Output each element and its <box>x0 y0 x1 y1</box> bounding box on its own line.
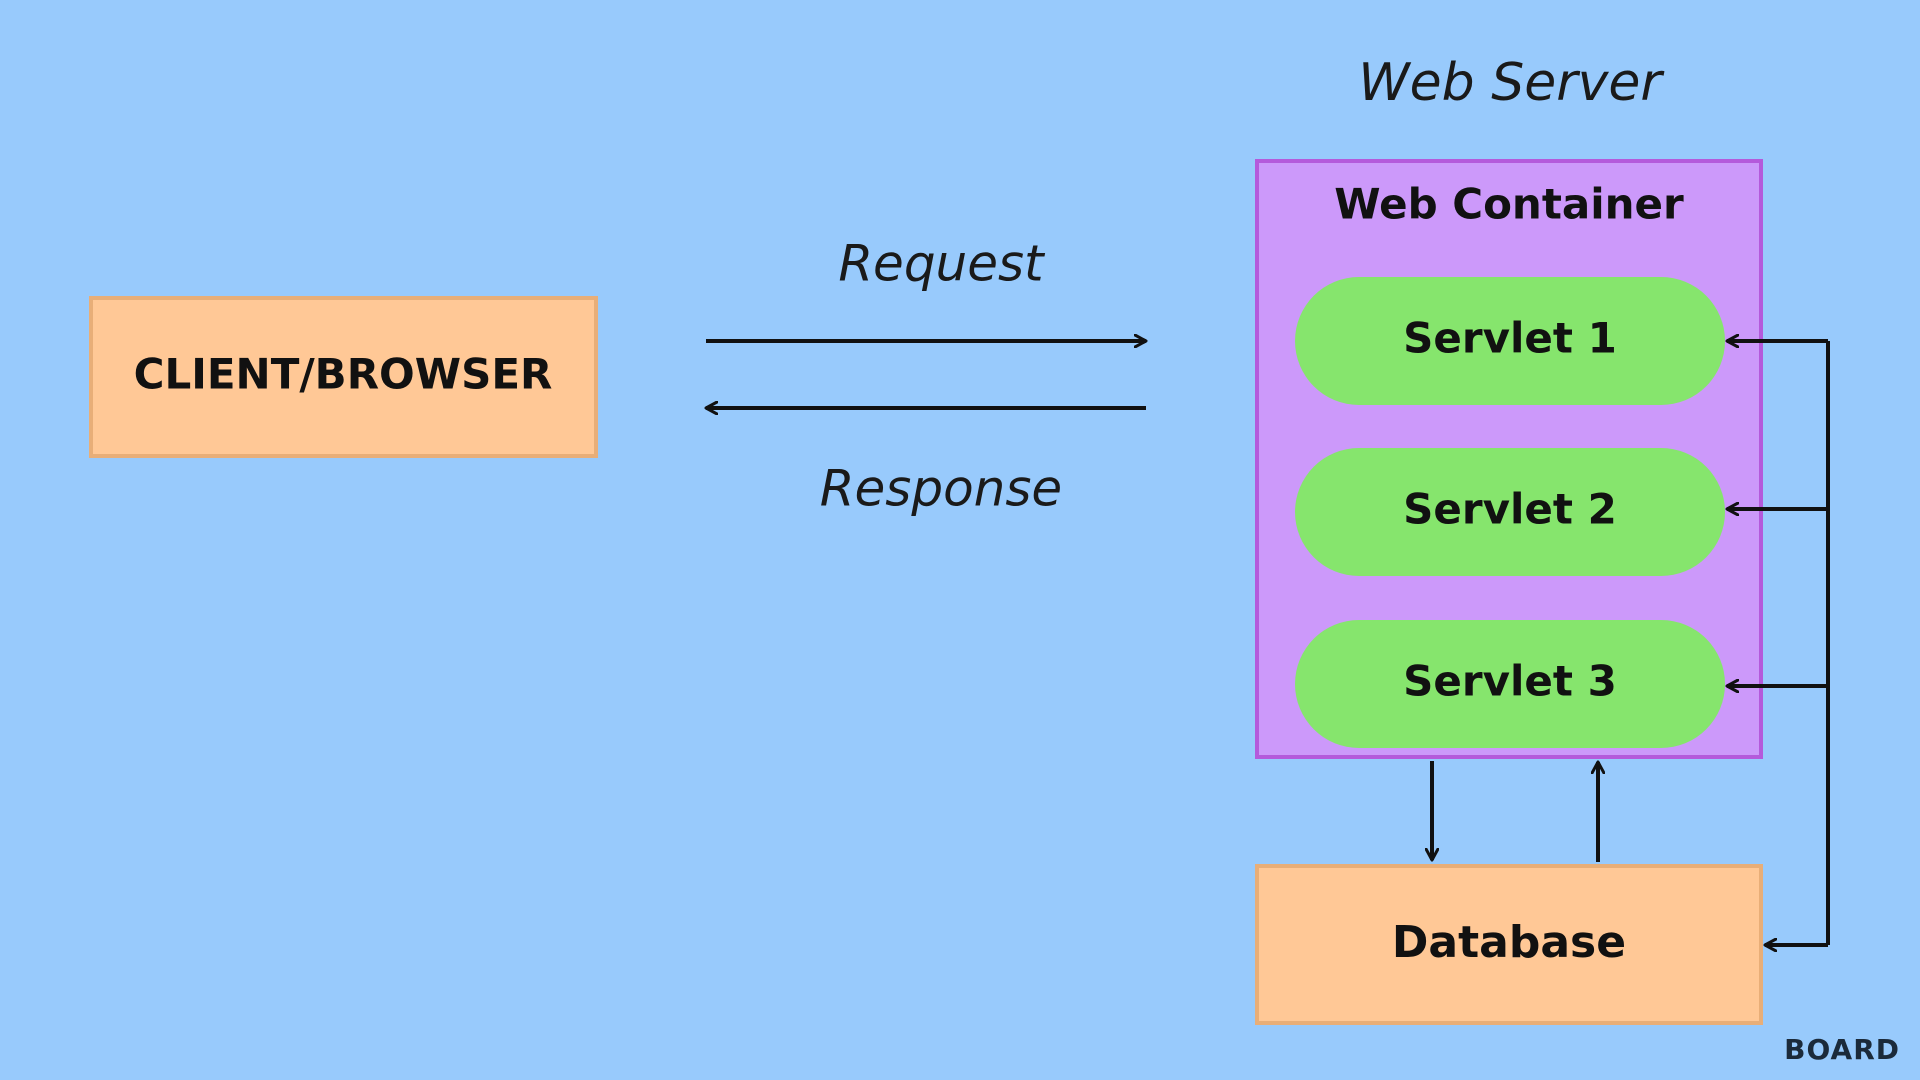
database-box <box>1255 864 1763 1025</box>
board-logo: BOARD <box>1784 1033 1900 1066</box>
servlet-1-label: Servlet 1 <box>1403 314 1617 363</box>
servlet-1-node: Servlet 1 <box>1295 277 1725 405</box>
database-node: Database <box>1255 864 1763 1025</box>
servlet-2-label: Servlet 2 <box>1403 485 1617 534</box>
servlet-1-pill <box>1295 277 1725 405</box>
client-browser-label: CLIENT/BROWSER <box>134 350 553 399</box>
client-browser-box <box>89 296 598 458</box>
servlet-3-label: Servlet 3 <box>1403 657 1617 706</box>
servlet-3-node: Servlet 3 <box>1295 620 1725 748</box>
web-server-label: Web Server <box>1358 53 1665 113</box>
servlet-3-pill <box>1295 620 1725 748</box>
request-label: Request <box>838 235 1046 293</box>
response-label: Response <box>820 460 1062 518</box>
database-label: Database <box>1392 917 1626 968</box>
web-container-label: Web Container <box>1334 180 1684 229</box>
request-connection: Request <box>706 235 1146 342</box>
response-connection: Response <box>706 408 1146 518</box>
servlet-2-pill <box>1295 448 1725 576</box>
servlet-2-node: Servlet 2 <box>1295 448 1725 576</box>
servlet-bus-connector <box>1727 341 1830 945</box>
client-browser-node: CLIENT/BROWSER <box>89 296 598 458</box>
